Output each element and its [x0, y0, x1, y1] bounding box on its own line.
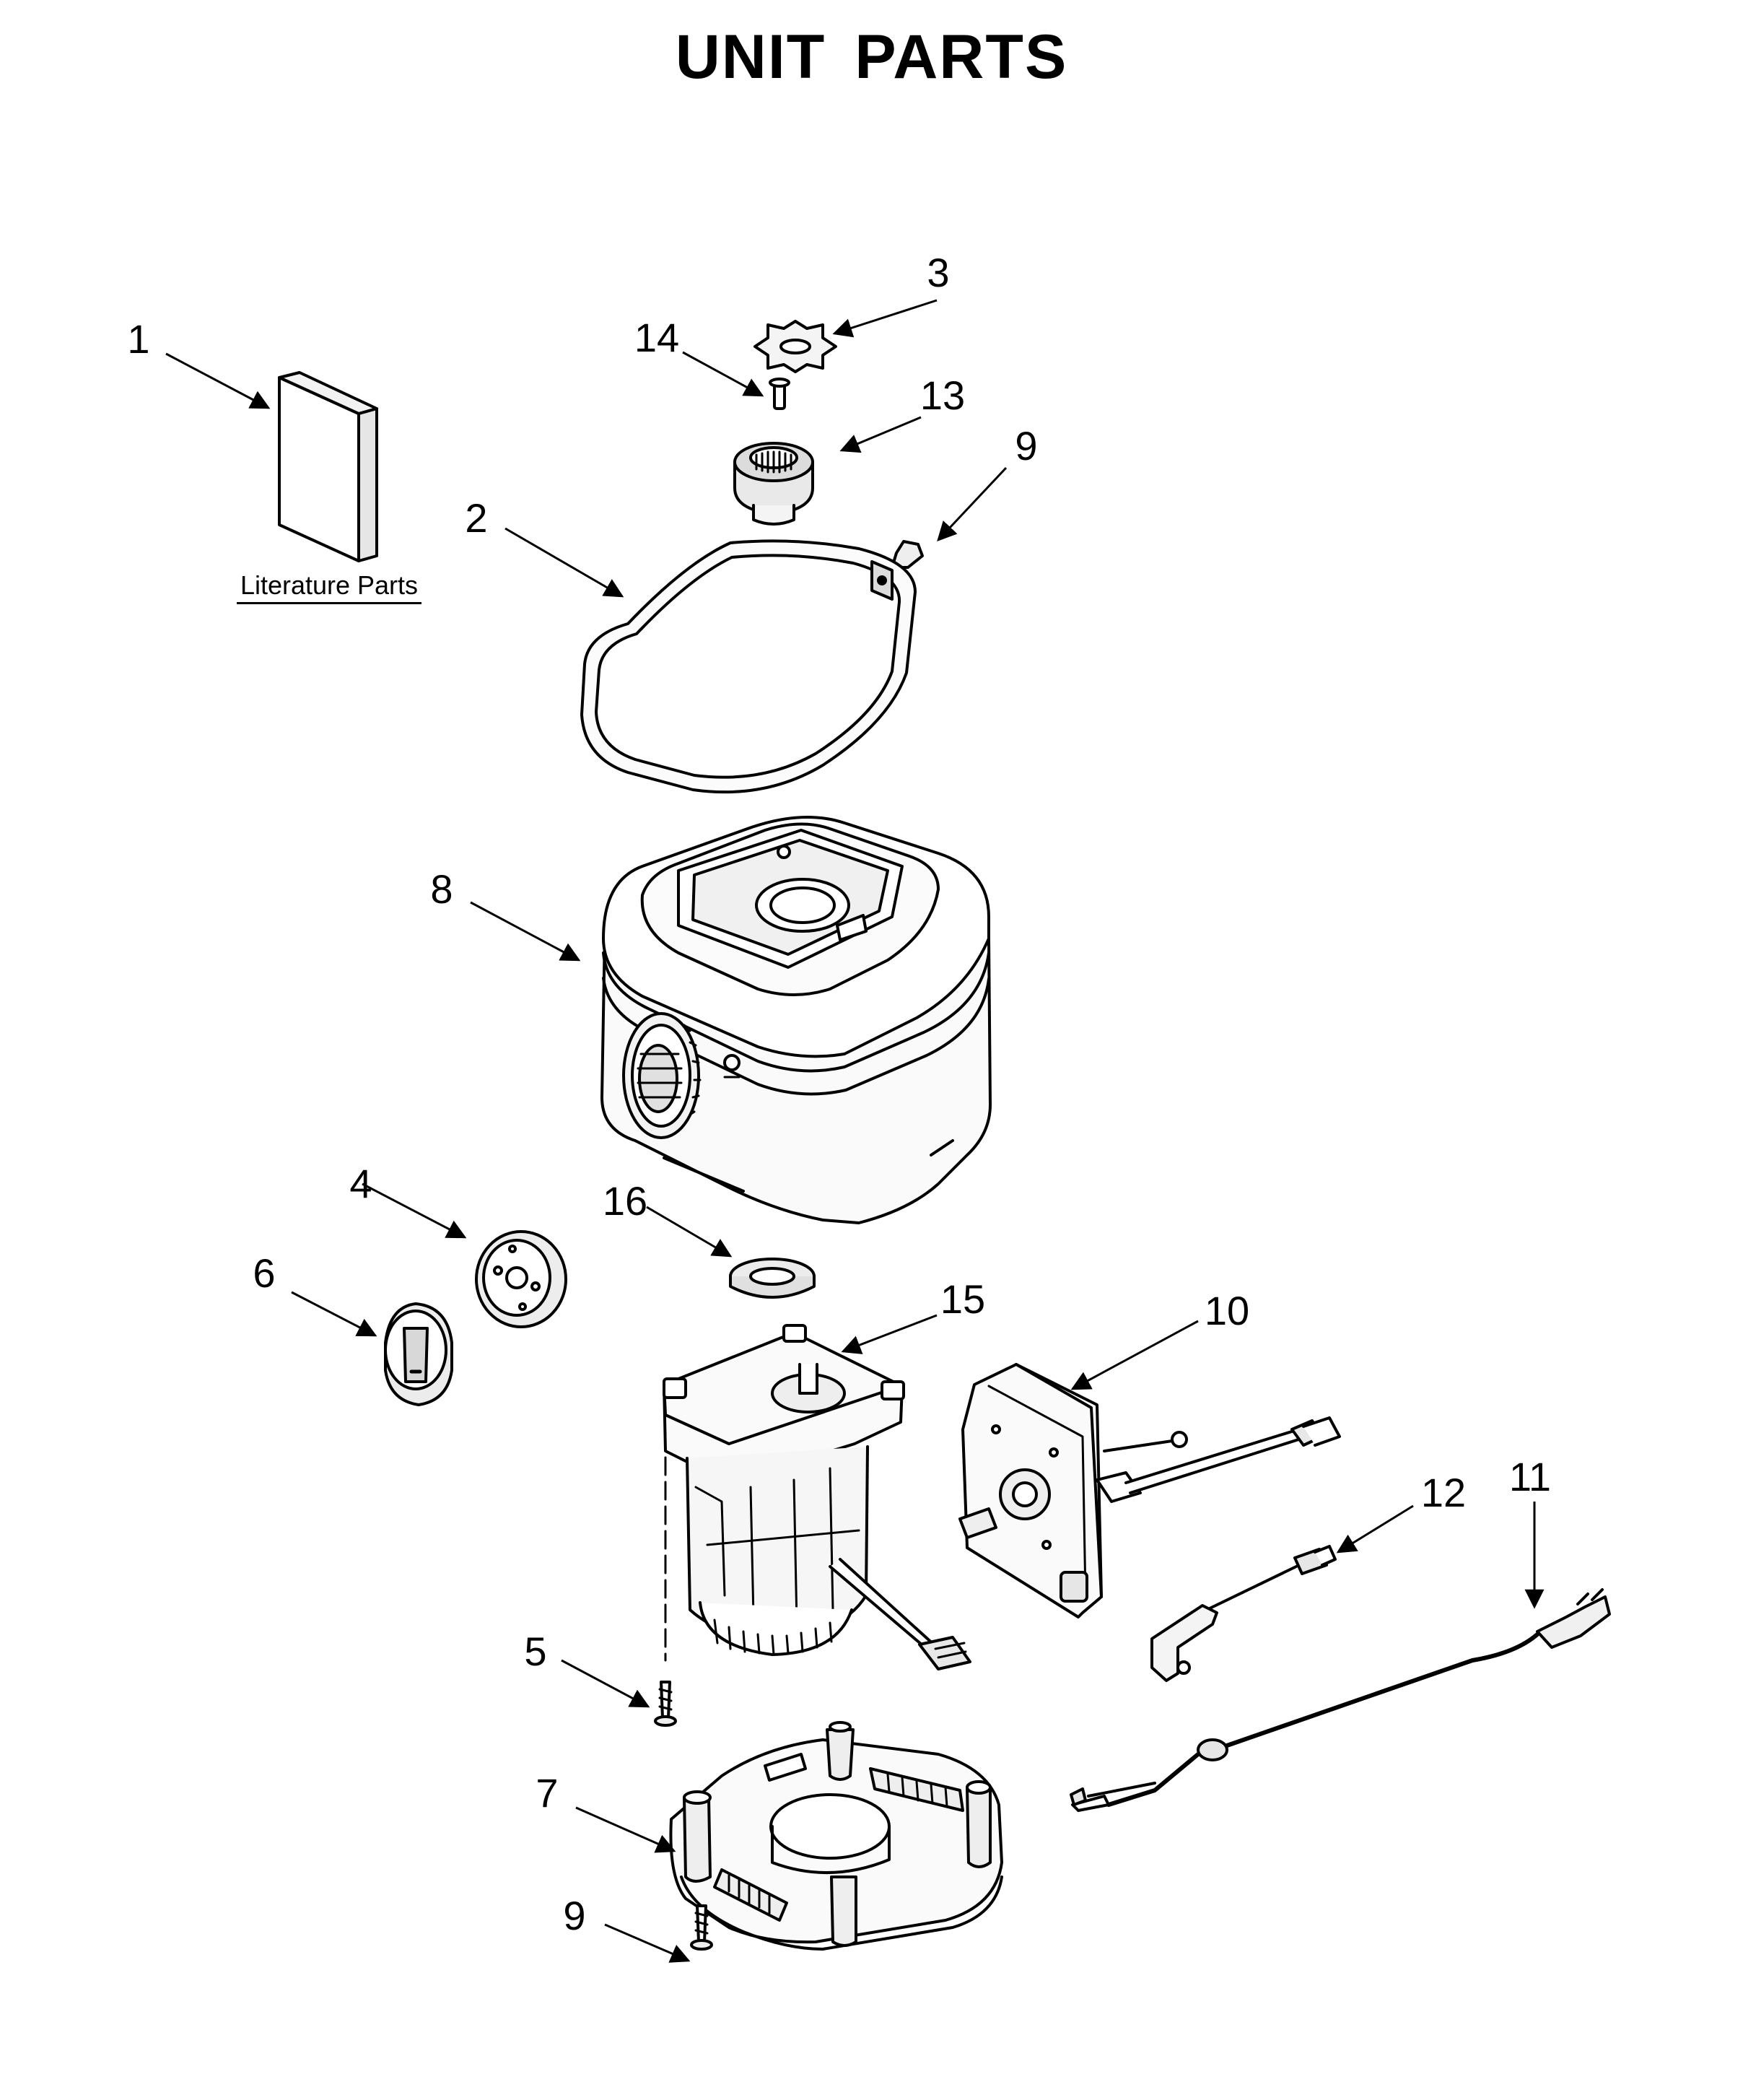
callout-9-bottom: 9 — [563, 1893, 586, 1938]
callout-9-top: 9 — [1015, 423, 1038, 469]
star-cap-part — [753, 320, 837, 373]
literature-booklet — [278, 371, 378, 562]
main-housing-part — [600, 816, 992, 1224]
bezel-ring-part — [475, 1230, 567, 1328]
callout-6: 6 — [253, 1250, 276, 1296]
screw-part-motor — [654, 1681, 677, 1727]
pin-part — [769, 378, 790, 410]
motor-part — [663, 1324, 971, 1670]
callout-10: 10 — [1204, 1288, 1250, 1333]
callout-8: 8 — [430, 866, 453, 912]
literature-parts-caption: Literature Parts — [240, 570, 419, 600]
callout-4: 4 — [349, 1161, 372, 1206]
washer-part — [729, 1258, 816, 1299]
control-knob-part — [384, 1302, 453, 1406]
screw-part-bottom — [690, 1904, 713, 1951]
callout-11: 11 — [1508, 1454, 1552, 1499]
leader-lines — [165, 299, 1545, 1963]
drive-coupler-part — [733, 442, 814, 526]
literature-caption-underline — [237, 602, 421, 604]
callout-2: 2 — [465, 495, 488, 541]
gasket-ring-part — [580, 539, 917, 794]
callout-15: 15 — [940, 1276, 986, 1322]
control-board-part — [958, 1363, 1341, 1618]
base-part — [669, 1721, 1003, 1951]
callout-5: 5 — [524, 1629, 547, 1674]
callout-7: 7 — [536, 1770, 559, 1816]
callout-3: 3 — [927, 250, 950, 295]
callout-12: 12 — [1420, 1470, 1467, 1515]
power-cord-part — [1070, 1588, 1611, 1812]
page-title: UNIT PARTS — [675, 22, 1068, 92]
callout-1: 1 — [127, 316, 150, 362]
callout-13: 13 — [919, 372, 966, 418]
callout-14: 14 — [634, 315, 680, 360]
callout-16: 16 — [602, 1178, 648, 1224]
sensor-bracket-part — [1150, 1545, 1337, 1682]
